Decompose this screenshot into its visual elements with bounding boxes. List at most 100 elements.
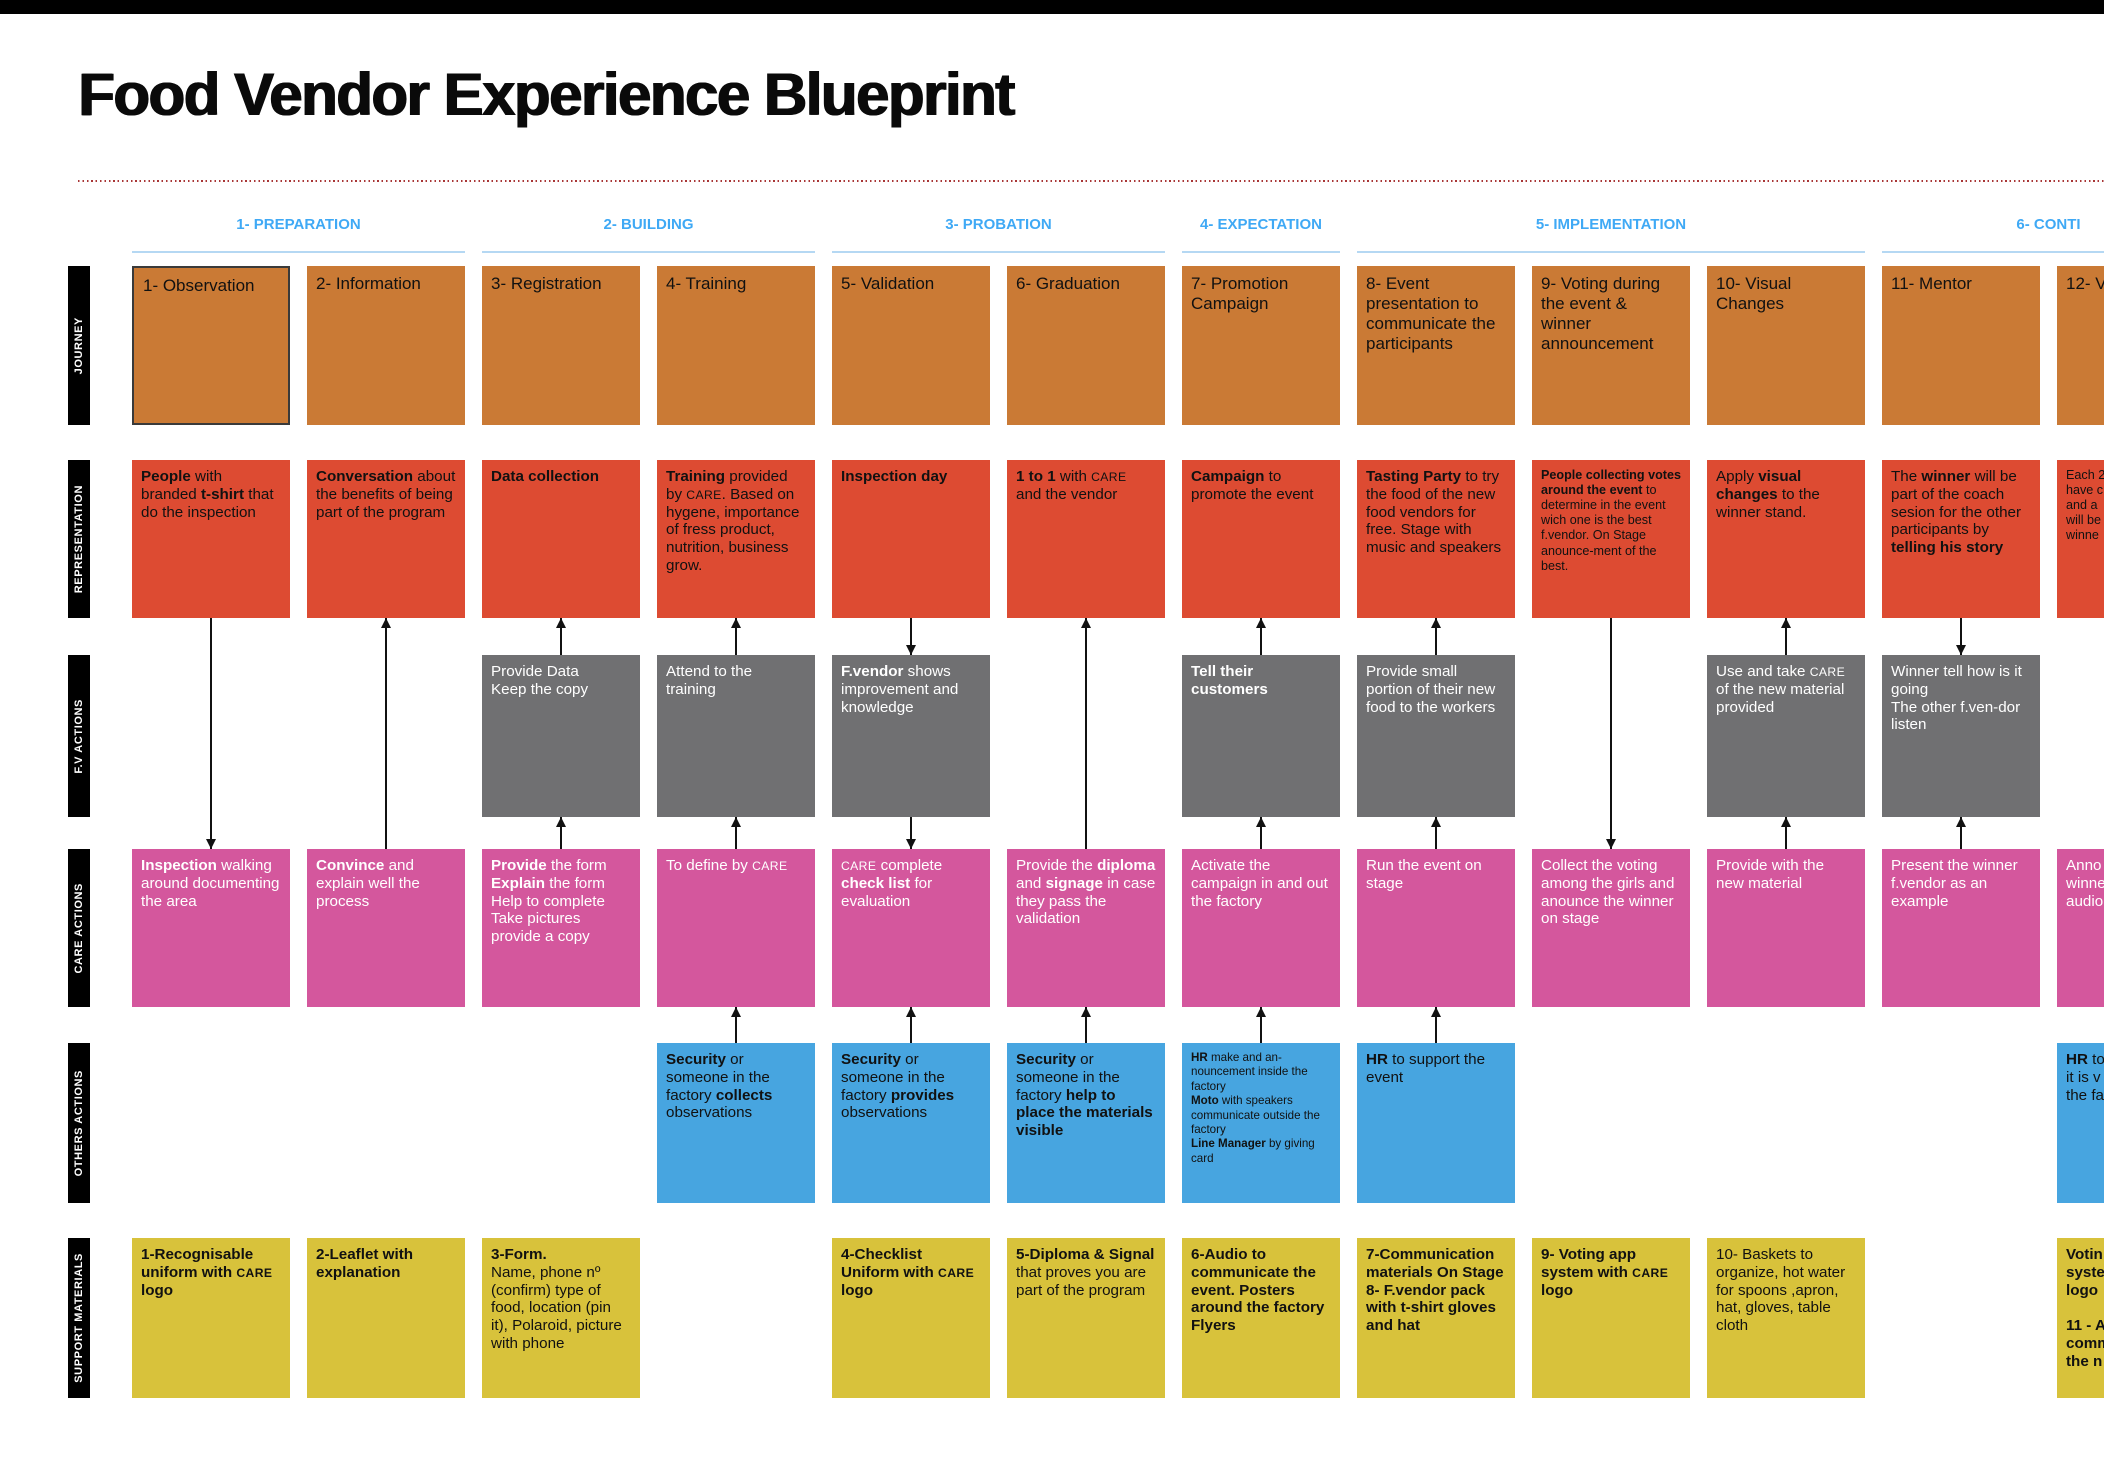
box-text: 7-Communication materials On Stage 8- F.… — [1366, 1246, 1504, 1335]
flow-arrow-head — [1255, 817, 1266, 827]
box-text: help to place the materials visible — [1016, 1086, 1153, 1140]
box-text: 10- Visual Changes — [1716, 274, 1792, 313]
flow-arrow-head — [555, 817, 566, 827]
box-text: Campaign — [1191, 468, 1265, 485]
box-text: observations — [841, 1104, 928, 1122]
row-label-text: CARE ACTIONS — [73, 882, 85, 974]
representation-box-2: Conversation about the benefits of being… — [307, 460, 465, 618]
representation-box-6: 1 to 1 with CARE and the vendor — [1007, 460, 1165, 618]
box-text: telling his story — [1891, 539, 2004, 557]
box-text: Security — [841, 1051, 901, 1068]
representation-box-12: Each 2 have c and a will be winne — [2057, 460, 2104, 618]
phase-header-6: 6- CONTI — [1882, 216, 2104, 253]
row-label-care: CARE ACTIONS — [68, 849, 90, 1007]
box-text: check list — [841, 874, 911, 892]
support-box-9: 9- Voting app system with CARE logo — [1532, 1238, 1690, 1398]
phase-label: 2- BUILDING — [603, 216, 694, 233]
box-text: Inspection — [141, 857, 217, 874]
box-text: CARE — [1809, 665, 1846, 679]
box-text: People collecting votes around the event — [1541, 468, 1681, 498]
box-text: Security — [666, 1051, 726, 1068]
box-text: collects — [715, 1086, 773, 1104]
box-text: provides — [890, 1086, 955, 1104]
row-label-text: OTHERS ACTIONS — [73, 1069, 85, 1177]
phase-underline — [1357, 251, 1865, 253]
box-text: and the vendor — [1016, 485, 1118, 503]
flow-arrow-line — [735, 817, 737, 849]
box-text: To define by — [666, 857, 753, 874]
box-text: 2- Information — [316, 274, 421, 293]
box-text: 6- Graduation — [1016, 274, 1120, 293]
phase-label: 4- EXPECTATION — [1200, 216, 1322, 233]
box-text: about the benefits of being part of the … — [316, 468, 456, 521]
box-text: CARE — [841, 859, 877, 873]
others-box-12: HR to it is v the fa — [2057, 1043, 2104, 1203]
box-text: the form Help to complete Take pictures … — [491, 874, 605, 946]
flow-arrow-head — [1430, 817, 1441, 827]
care-box-4: To define by CARE — [657, 849, 815, 1007]
box-text: Tasting Party — [1366, 468, 1462, 485]
box-text: CARE — [1091, 470, 1127, 484]
box-text: CARE — [236, 1265, 273, 1280]
box-text: with speakers communicate outside the fa… — [1191, 1094, 1320, 1136]
box-text: observations — [666, 1104, 753, 1122]
box-text: and explain well the process — [316, 857, 420, 910]
box-text: to support the event — [1366, 1051, 1486, 1086]
fv-box-4: Attend to the training — [657, 655, 815, 817]
box-text: 2-Leaflet with explanation — [316, 1246, 414, 1281]
journey-box-7: 7- Promotion Campaign — [1182, 266, 1340, 425]
box-text: visual changes — [1716, 468, 1802, 503]
representation-box-7: Campaign to promote the event — [1182, 460, 1340, 618]
flow-arrow-line — [1260, 1007, 1262, 1043]
box-text: Security — [1016, 1051, 1076, 1068]
care-box-9: Collect the voting among the girls and a… — [1532, 849, 1690, 1007]
journey-box-1: 1- Observation — [132, 266, 290, 425]
representation-box-9: People collecting votes around the event… — [1532, 460, 1690, 618]
box-text: Votin syste logo 11 - A comm the n — [2066, 1246, 2104, 1370]
fv-box-11: Winner tell how is it going The other f.… — [1882, 655, 2040, 817]
row-label-fv: F.V ACTIONS — [68, 655, 90, 817]
phase-label: 3- PROBATION — [945, 216, 1052, 233]
box-text: shows improvement and knowledge — [841, 663, 959, 716]
row-label-text: JOURNEY — [73, 316, 85, 375]
box-text: Tell their customers — [1191, 663, 1268, 698]
phase-header-5: 5- IMPLEMENTATION — [1357, 216, 1865, 253]
box-text: Provide — [491, 857, 547, 874]
others-box-6: Security or someone in the factory help … — [1007, 1043, 1165, 1203]
care-box-5: CARE complete check list for evaluation — [832, 849, 990, 1007]
box-text: Explain — [491, 874, 546, 892]
flow-arrow-line — [735, 618, 737, 655]
flow-arrow-line — [210, 618, 212, 849]
box-text: Convince — [316, 857, 385, 874]
box-text: Provide small portion of their new food … — [1366, 663, 1496, 716]
box-text: with — [1055, 468, 1092, 485]
box-text: CARE — [938, 1265, 975, 1280]
row-label-others: OTHERS ACTIONS — [68, 1043, 90, 1203]
flow-arrow-head — [905, 839, 916, 849]
box-text: 5- Validation — [841, 274, 935, 293]
others-box-5: Security or someone in the factory provi… — [832, 1043, 990, 1203]
phase-underline — [132, 251, 465, 253]
box-text: Training — [666, 468, 726, 485]
box-text: that do the inspection — [141, 485, 274, 521]
flow-arrow-head — [730, 618, 741, 628]
care-box-11: Present the winner f.vendor as an exampl… — [1882, 849, 2040, 1007]
box-text: 11- Mentor — [1891, 274, 1972, 293]
row-label-text: SUPPORT MATERIALS — [73, 1253, 85, 1383]
journey-box-6: 6- Graduation — [1007, 266, 1165, 425]
box-text: HR — [1366, 1051, 1388, 1068]
support-box-3: 3-Form. Name, phone nº (confirm) type of… — [482, 1238, 640, 1398]
flow-arrow-head — [1430, 1007, 1441, 1017]
flow-arrow-line — [735, 1007, 737, 1043]
flow-arrow-head — [905, 1007, 916, 1017]
care-box-12: Anno winne audio — [2057, 849, 2104, 1007]
phase-underline — [1882, 251, 2104, 253]
flow-arrow-head — [1430, 618, 1441, 628]
care-box-10: Provide with the new material — [1707, 849, 1865, 1007]
flow-arrow-line — [1785, 817, 1787, 849]
box-text: Collect the voting among the girls and a… — [1541, 857, 1675, 928]
box-text: 1 to 1 — [1016, 468, 1056, 485]
row-label-representation: REPRESENTATION — [68, 460, 90, 618]
box-text: 9- Voting during the event & winner anno… — [1541, 274, 1661, 353]
box-text: Use and take — [1716, 663, 1810, 680]
